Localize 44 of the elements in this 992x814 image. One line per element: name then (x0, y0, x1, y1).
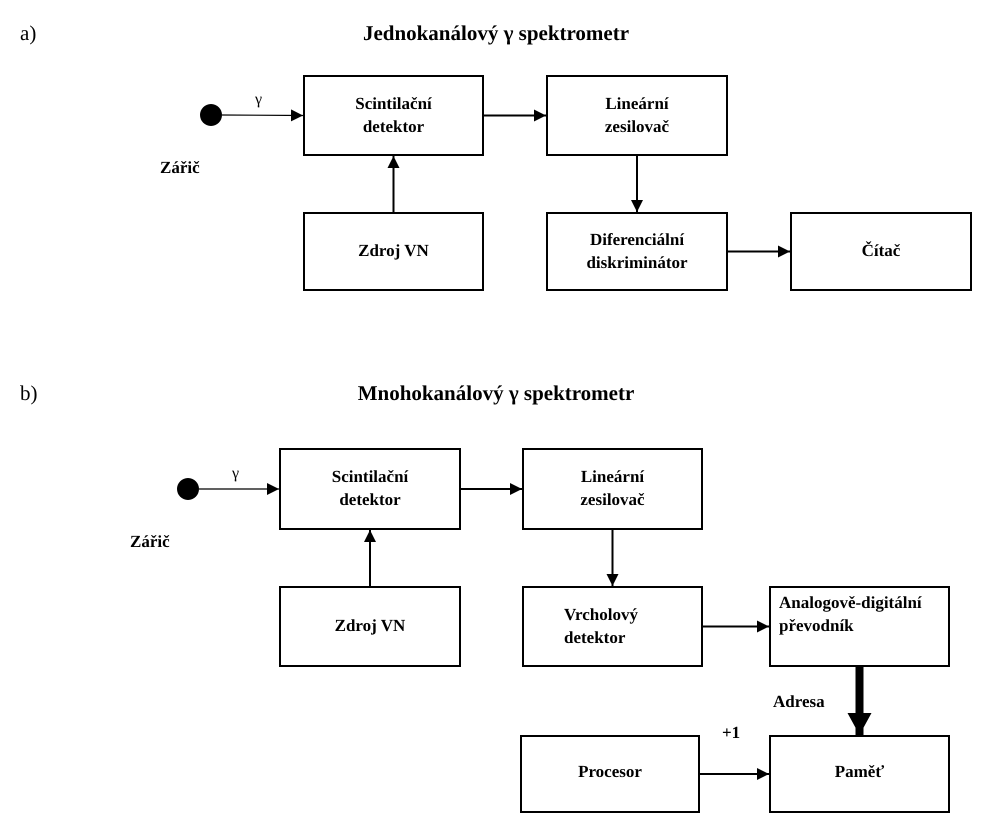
arrow (388, 156, 400, 212)
panel-heading: Mnohokanálový γ spektrometr (358, 380, 634, 406)
arrow (222, 109, 303, 122)
edge-label: +1 (722, 724, 740, 741)
box-label: Paměť (834, 761, 884, 783)
panel-heading: Jednokanálový γ spektrometr (362, 20, 630, 46)
arrow (606, 530, 618, 586)
process-box (769, 735, 950, 813)
arrow (199, 483, 279, 495)
box-label: Diferenciální diskriminátor (585, 228, 689, 274)
box-label: Scintilační detektor (354, 92, 433, 138)
box-label: Analogově-digitální převodník (779, 592, 923, 637)
box-label: Zdroj VN (334, 615, 406, 638)
process-box (520, 735, 700, 813)
process-box (522, 448, 703, 530)
process-box (279, 448, 461, 530)
box-label: Procesor (578, 761, 642, 783)
source-label: Zářič (160, 156, 200, 178)
process-box (279, 586, 461, 667)
box-label: Zdroj VN (358, 240, 429, 262)
arrow (728, 246, 790, 258)
box-label: Lineární zesilovač (579, 466, 646, 511)
arrow (631, 156, 643, 212)
box-label: Vrcholový detektor (564, 604, 639, 648)
arrow (461, 483, 522, 495)
box-label: Lineární zesilovač (604, 92, 670, 138)
process-box (546, 212, 728, 291)
panel-letter: b) (20, 380, 38, 406)
source-label: Zářič (130, 530, 170, 552)
panel-letter: a) (20, 20, 36, 46)
arrow (700, 768, 769, 780)
arrow (703, 620, 769, 632)
process-box (769, 586, 950, 667)
box-label: Čítač (862, 240, 900, 262)
arrow (848, 667, 872, 735)
process-box (303, 75, 484, 156)
arrow (484, 110, 546, 122)
edge-label: Adresa (773, 693, 825, 710)
process-box (303, 212, 484, 291)
process-box (790, 212, 972, 291)
box-label: Scintilační detektor (330, 466, 410, 511)
process-box (546, 75, 728, 156)
process-box (522, 586, 703, 667)
arrow (364, 530, 376, 586)
